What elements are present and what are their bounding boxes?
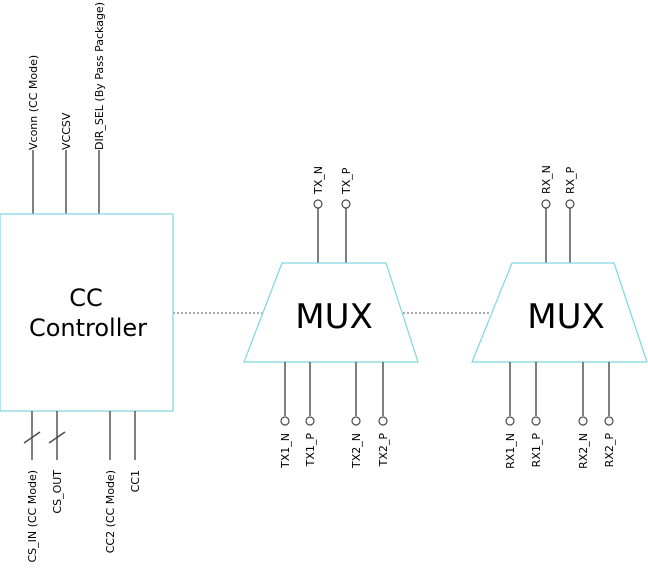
mux-rx-trapezoid <box>471 262 648 363</box>
rx2-n-label: RX2_N <box>577 433 590 469</box>
rx-n-pin <box>541 199 551 209</box>
cc1-pin-label: CC1 <box>129 470 142 492</box>
rx1-n-pin <box>505 416 515 426</box>
mux-rx-block: RX_N RX_P MUX RX1_N RX1_P RX2_N RX2_P <box>471 165 648 469</box>
cs-in-pin-label: CS_IN (CC Mode) <box>26 470 39 563</box>
mux-tx-label: MUX <box>295 297 373 337</box>
cc-controller-box <box>0 213 174 412</box>
cs-in-bus-slash <box>23 431 41 444</box>
rx-p-pin <box>565 199 575 209</box>
vccsv-pin-label: VCCSV <box>60 112 73 150</box>
controller-title-line2: Controller <box>29 314 147 342</box>
cc-controller-block: CC Controller Vconn (CC Mode) VCCSV DIR_… <box>0 2 174 563</box>
tx1-p-pin <box>305 416 315 426</box>
cc2-pin-label: CC2 (CC Mode) <box>104 470 117 553</box>
controller-title-line1: CC <box>69 284 103 312</box>
mux-rx-label: MUX <box>527 297 605 337</box>
tx1-n-pin <box>280 416 290 426</box>
tx2-p-pin <box>378 416 388 426</box>
rx1-p-label: RX1_P <box>530 433 543 468</box>
tx2-n-label: TX2_N <box>350 433 363 469</box>
rx2-p-pin <box>604 416 614 426</box>
tx2-n-pin <box>351 416 361 426</box>
rx-n-label: RX_N <box>540 165 553 194</box>
cs-out-bus-slash <box>48 431 66 444</box>
tx1-p-label: TX1_P <box>304 433 317 468</box>
rx1-p-pin <box>531 416 541 426</box>
vconn-pin-label: Vconn (CC Mode) <box>27 55 40 150</box>
tx1-n-label: TX1_N <box>279 433 292 469</box>
cs-out-pin-label: CS_OUT <box>51 470 64 514</box>
mux-tx-trapezoid <box>243 262 419 363</box>
tx-p-label: TX_P <box>340 167 353 195</box>
tx-n-pin <box>313 199 323 209</box>
tx2-p-label: TX2_P <box>377 433 390 468</box>
dir-sel-pin-label: DIR_SEL (By Pass Package) <box>93 2 106 150</box>
rx2-n-pin <box>578 416 588 426</box>
rx-p-label: RX_P <box>564 166 577 194</box>
rx2-p-label: RX2_P <box>603 433 616 468</box>
rx1-n-label: RX1_N <box>504 433 517 469</box>
mux-tx-block: TX_N TX_P MUX TX1_N TX1_P TX2_N TX2_P <box>243 166 419 469</box>
tx-p-pin <box>341 199 351 209</box>
tx-n-label: TX_N <box>312 166 325 195</box>
